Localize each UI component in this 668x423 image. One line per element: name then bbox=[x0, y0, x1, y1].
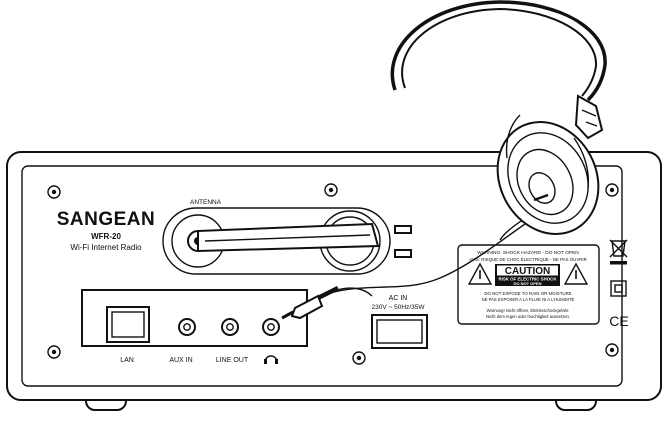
screw-icon bbox=[47, 185, 61, 199]
warning-line-3: DO NOT EXPOSE TO RAIN OR MOISTURE bbox=[484, 291, 571, 296]
headphone-plug bbox=[281, 285, 340, 320]
warning-line-2: AVIS: RISQUE DE CHOC ÉLECTRIQUE - NE PAS… bbox=[469, 257, 587, 262]
line-out-jack[interactable] bbox=[221, 318, 239, 336]
headphone-icon bbox=[264, 355, 278, 364]
screw-icon bbox=[324, 183, 338, 197]
warning-triangle-icon bbox=[563, 262, 589, 285]
lan-port[interactable] bbox=[106, 306, 150, 343]
ac-in-rating: 230V ~ 50Hz/35W bbox=[372, 304, 426, 311]
subtitle-label: Wi-Fi Internet Radio bbox=[70, 243, 142, 252]
headphone-cable bbox=[329, 212, 543, 294]
warning-line-6: Nicht dem regen oder feuchtigkeit ausset… bbox=[486, 314, 570, 319]
ce-mark: CE bbox=[609, 313, 628, 329]
warning-label: WARNING: SHOCK HAZARD - DO NOT OPEN AVIS… bbox=[457, 244, 600, 325]
ac-in-title: AC IN bbox=[389, 295, 408, 302]
brand-logo: SANGEAN bbox=[57, 209, 156, 230]
warning-line-4: NE PAS EXPOSER A LA PLUIE NI A L'HUMIDIT… bbox=[482, 297, 575, 302]
lan-label: LAN bbox=[120, 357, 134, 364]
warning-line-5: Warnung! Nicht öffnen, Elektroschockgefa… bbox=[487, 308, 570, 313]
screw-icon bbox=[47, 345, 61, 359]
antenna-label: ANTENNA bbox=[190, 199, 222, 206]
double-insulation-icon bbox=[610, 280, 627, 297]
antenna-assembly bbox=[162, 207, 412, 275]
ac-in-socket[interactable] bbox=[371, 314, 428, 349]
caution-risk: RISK OF ELECTRIC SHOCK bbox=[498, 277, 557, 282]
headphone-jack[interactable] bbox=[262, 318, 280, 336]
caution-title: CAUTION bbox=[505, 266, 551, 277]
connector-panel bbox=[81, 289, 308, 347]
radio-case bbox=[6, 151, 662, 401]
weee-bin-icon bbox=[609, 239, 628, 265]
line-out-label: LINE OUT bbox=[216, 357, 249, 364]
aux-in-jack[interactable] bbox=[178, 318, 196, 336]
warning-line-1: WARNING: SHOCK HAZARD - DO NOT OPEN bbox=[477, 250, 579, 256]
caution-do-not-open: DO NOT OPEN bbox=[513, 281, 541, 286]
screw-icon bbox=[352, 351, 366, 365]
model-label: WFR-20 bbox=[91, 232, 121, 241]
rear-panel bbox=[21, 165, 623, 387]
headphones-illustration bbox=[390, 0, 607, 235]
warning-triangle-icon bbox=[467, 262, 493, 285]
screw-icon bbox=[605, 343, 619, 357]
screw-icon bbox=[605, 183, 619, 197]
aux-in-label: AUX IN bbox=[169, 357, 192, 364]
